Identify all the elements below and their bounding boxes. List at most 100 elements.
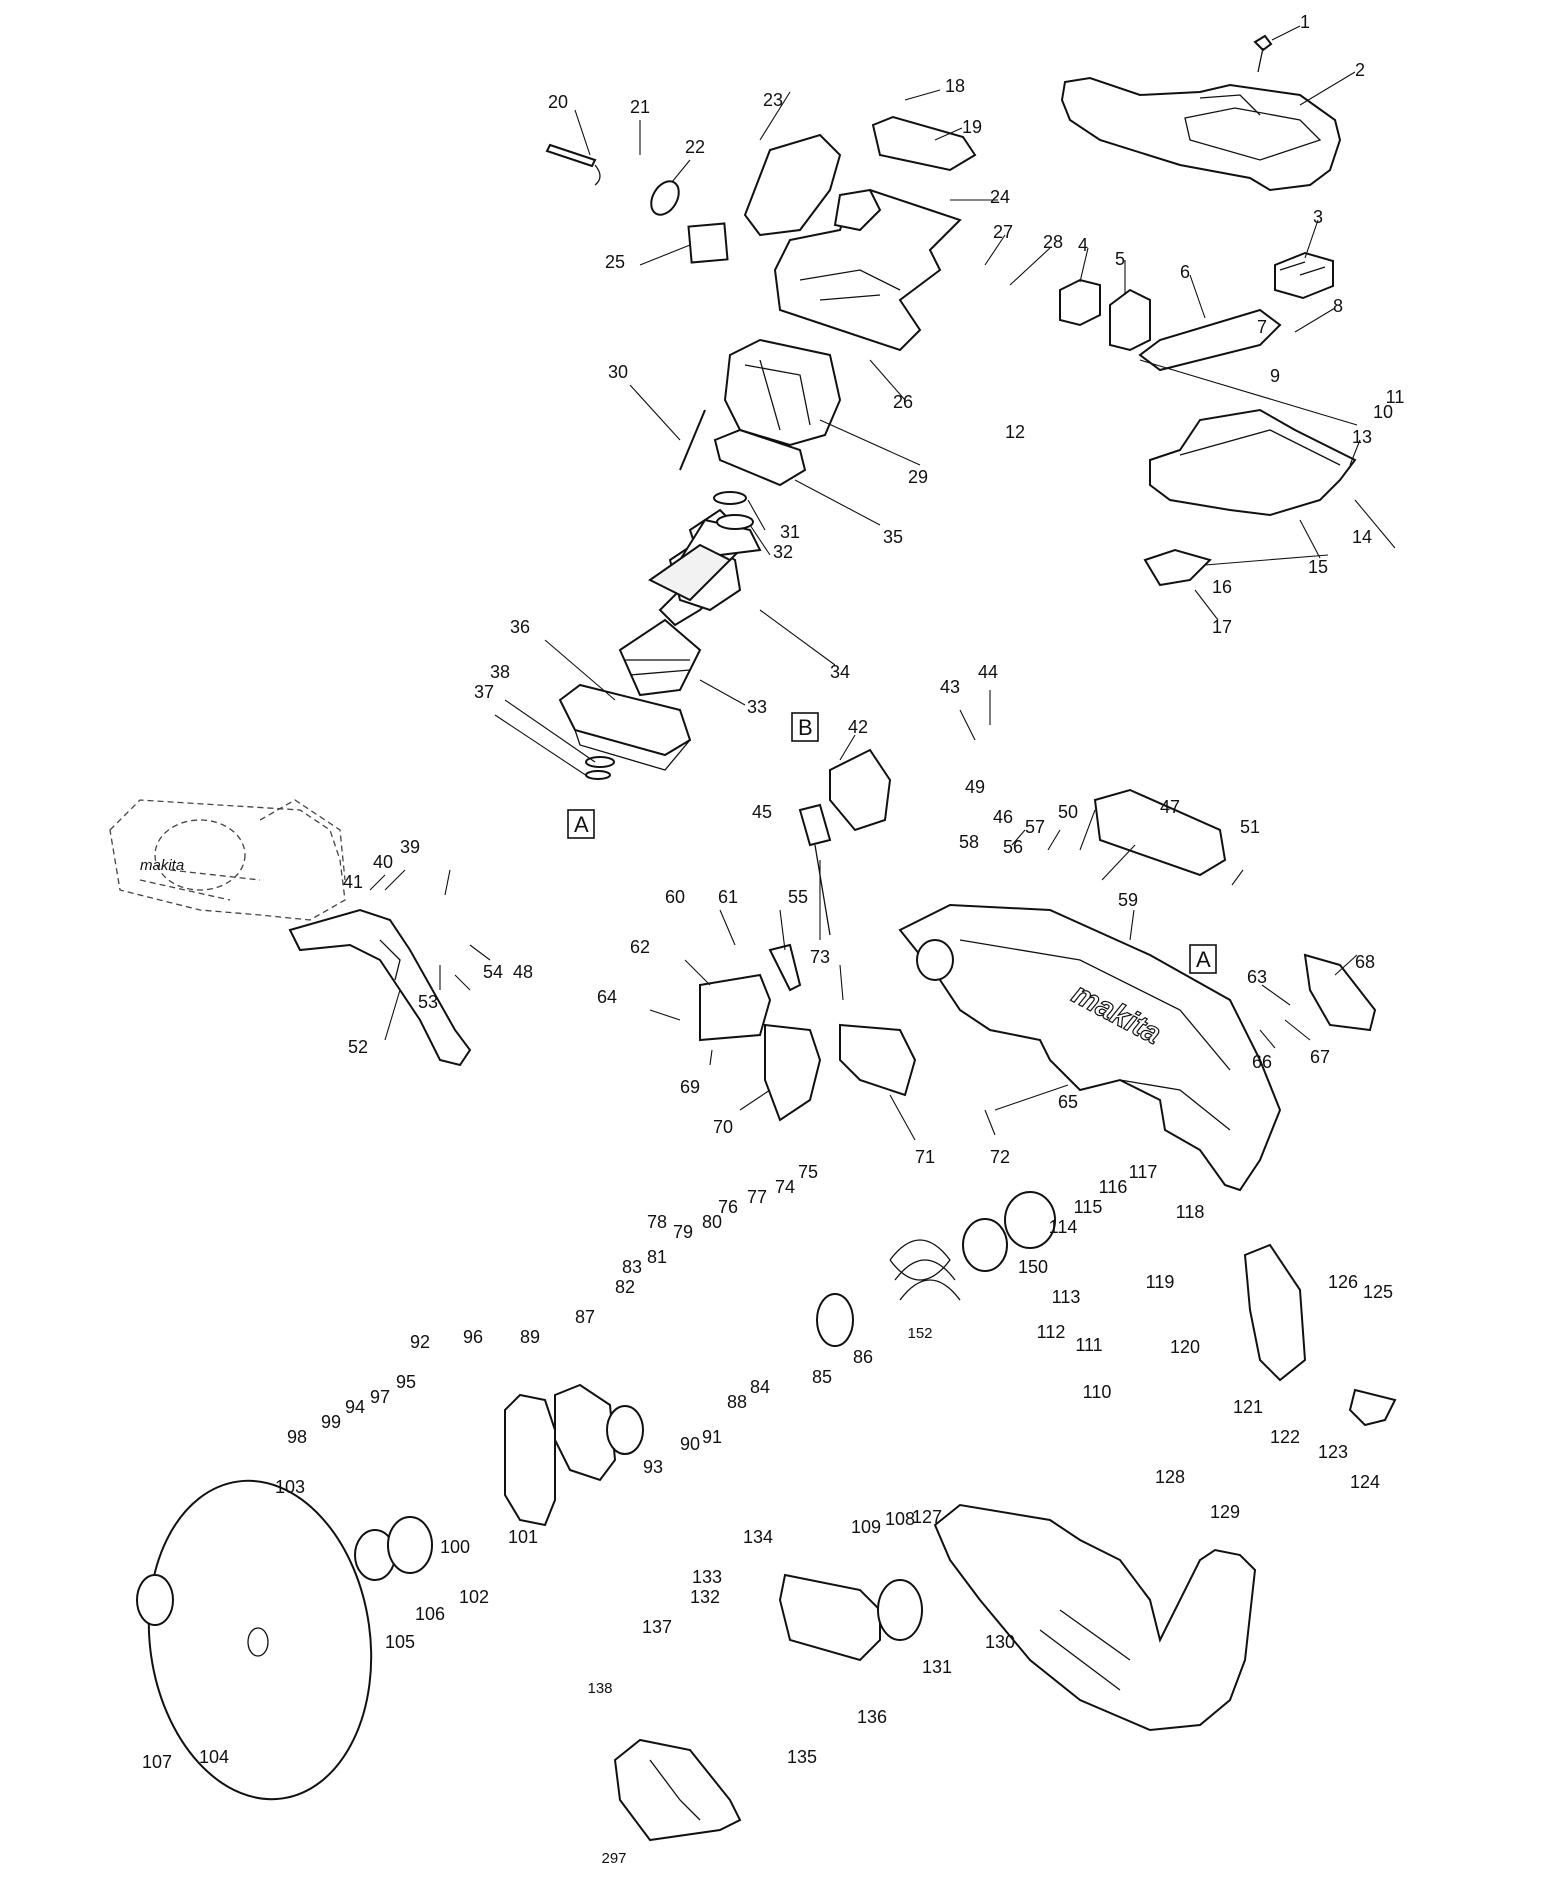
callout-1: 1 <box>1300 12 1310 32</box>
callout-75: 75 <box>798 1162 818 1182</box>
plate-131 <box>877 1579 923 1641</box>
callout-31: 31 <box>780 522 800 542</box>
callout-40: 40 <box>373 852 393 872</box>
ref-mark-A: A <box>574 812 589 837</box>
baffle-plate-35 <box>713 428 807 487</box>
callout-9: 9 <box>1270 366 1280 386</box>
callout-107: 107 <box>142 1752 172 1772</box>
callout-3: 3 <box>1313 207 1323 227</box>
callout-79: 79 <box>673 1222 693 1242</box>
callout-30: 30 <box>608 362 628 382</box>
callout-127: 127 <box>912 1507 942 1527</box>
callout-48: 48 <box>513 962 533 982</box>
callout-6: 6 <box>1180 262 1190 282</box>
gasket-89 <box>554 1383 617 1482</box>
callout-129: 129 <box>1210 1502 1240 1522</box>
knob-45 <box>798 803 832 847</box>
callout-61: 61 <box>718 887 738 907</box>
lower-guard-138 <box>613 1738 742 1842</box>
callout-5: 5 <box>1115 249 1125 269</box>
callout-91: 91 <box>702 1427 722 1447</box>
callout-100: 100 <box>440 1537 470 1557</box>
callout-59: 59 <box>1118 890 1138 910</box>
callout-24: 24 <box>990 187 1010 207</box>
callout-126: 126 <box>1328 1272 1358 1292</box>
callout-81: 81 <box>647 1247 667 1267</box>
callout-47: 47 <box>1160 797 1180 817</box>
saw-blade <box>147 1479 373 1801</box>
callout-46: 46 <box>993 807 1013 827</box>
callout-105: 105 <box>385 1632 415 1652</box>
callout-32: 32 <box>773 542 793 562</box>
callout-15: 15 <box>1308 557 1328 577</box>
plate-134 <box>778 1573 881 1662</box>
motor-base-housing <box>1138 308 1357 517</box>
callout-26: 26 <box>893 392 913 412</box>
callout-80: 80 <box>702 1212 722 1232</box>
ring-38 <box>585 756 615 768</box>
callout-95: 95 <box>396 1372 416 1392</box>
callout-112: 112 <box>1037 1322 1066 1342</box>
callout-21: 21 <box>630 97 650 117</box>
leader-lines <box>369 25 1396 1141</box>
callout-51: 51 <box>1240 817 1260 837</box>
ref-box-A-lower: A <box>567 809 595 839</box>
callout-150: 150 <box>1018 1257 1048 1277</box>
callout-72: 72 <box>990 1147 1010 1167</box>
screw-30-icon <box>679 409 706 471</box>
label-plate-25 <box>687 222 729 264</box>
callout-16: 16 <box>1212 577 1232 597</box>
callout-43: 43 <box>940 677 960 697</box>
safety-guard-129 <box>933 1503 1257 1732</box>
callout-20: 20 <box>548 92 568 112</box>
callout-92: 92 <box>410 1332 430 1352</box>
callout-128: 128 <box>1155 1467 1185 1487</box>
callout-29: 29 <box>908 467 928 487</box>
ref-box-A-arm: A <box>1189 944 1217 974</box>
handle-top-cover <box>1060 76 1342 192</box>
callout-39: 39 <box>400 837 420 857</box>
callout-119: 119 <box>1146 1272 1175 1292</box>
callout-7: 7 <box>1257 317 1267 337</box>
callout-28: 28 <box>1043 232 1063 252</box>
callout-134: 134 <box>743 1527 773 1547</box>
part-61 <box>768 943 802 992</box>
saw-arm-housing: makita <box>898 903 1282 1192</box>
callout-17: 17 <box>1212 617 1232 637</box>
plate-71 <box>839 1023 917 1097</box>
bearing-150b <box>962 1218 1008 1272</box>
callout-125: 125 <box>1363 1282 1393 1302</box>
callout-87: 87 <box>575 1307 595 1327</box>
callout-23: 23 <box>763 90 783 110</box>
callout-115: 115 <box>1074 1197 1103 1217</box>
callout-38: 38 <box>490 662 510 682</box>
callout-57: 57 <box>1025 817 1045 837</box>
callout-78: 78 <box>647 1212 667 1232</box>
callout-2: 2 <box>1355 60 1365 80</box>
callout-98: 98 <box>287 1427 307 1447</box>
guard-link-122 <box>1243 1243 1307 1382</box>
callout-8: 8 <box>1333 296 1343 316</box>
ref-box-B: B <box>791 712 819 742</box>
callout-68: 68 <box>1355 952 1375 972</box>
callout-65: 65 <box>1058 1092 1078 1112</box>
motor-sketch-brand: makita <box>140 857 184 874</box>
callout-114: 114 <box>1049 1217 1078 1237</box>
motor-housing <box>743 133 962 352</box>
ref-mark-A-arm: A <box>1196 947 1211 972</box>
gear-86 <box>816 1293 854 1347</box>
callout-136: 136 <box>857 1707 887 1727</box>
gear-housing-36 <box>558 683 692 771</box>
callout-88: 88 <box>727 1392 747 1412</box>
callout-118: 118 <box>1176 1202 1205 1222</box>
callout-116: 116 <box>1099 1177 1128 1197</box>
callout-53: 53 <box>418 992 438 1012</box>
lever-52 <box>288 908 472 1067</box>
spring-152 <box>889 1239 961 1301</box>
cord-20 <box>545 143 597 168</box>
callout-13: 13 <box>1352 427 1372 447</box>
callout-74: 74 <box>775 1177 795 1197</box>
field-stator <box>723 338 842 447</box>
callout-124: 124 <box>1350 1472 1380 1492</box>
